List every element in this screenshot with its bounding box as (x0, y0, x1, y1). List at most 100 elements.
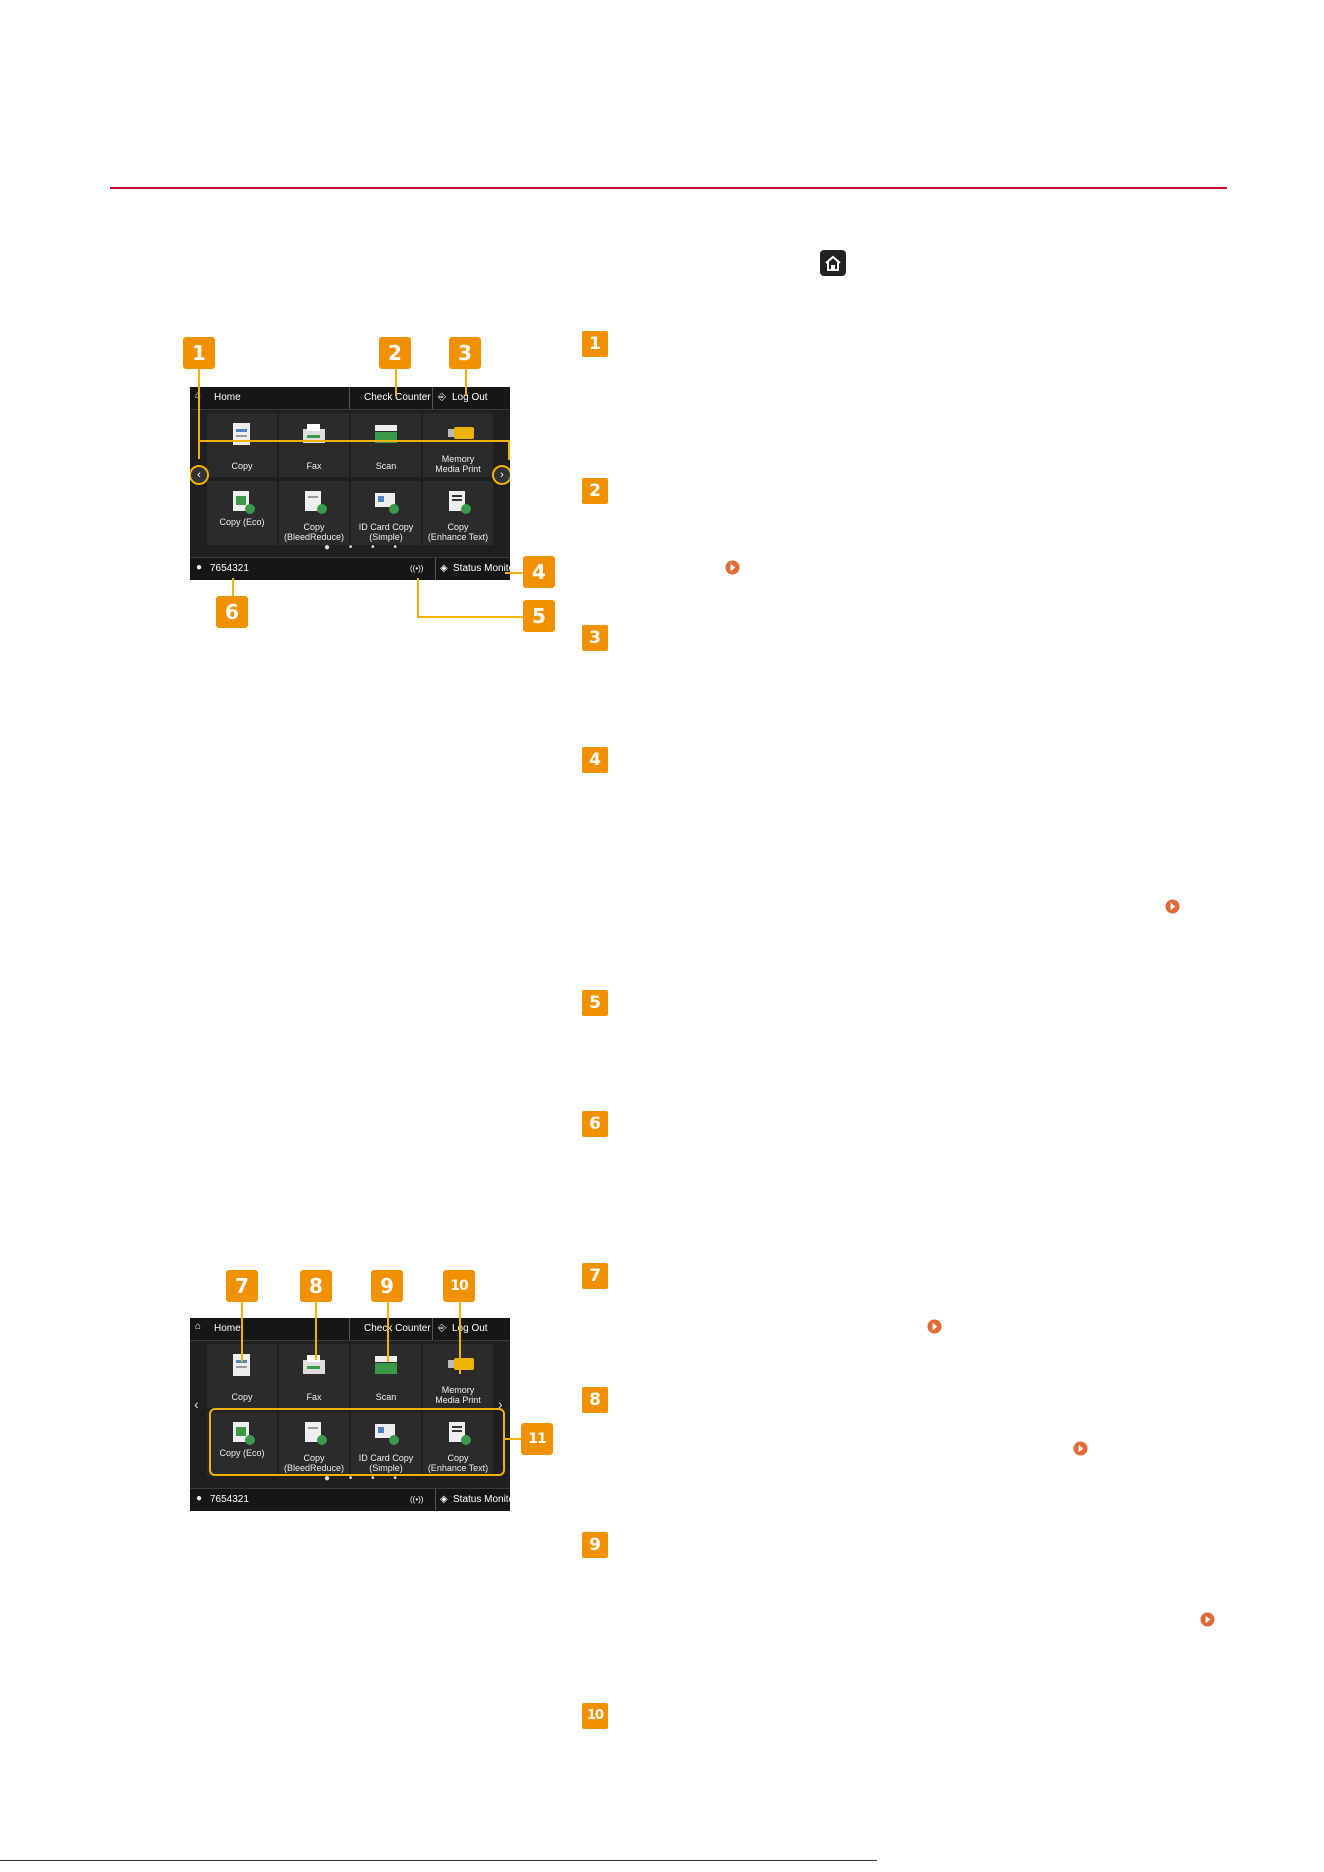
copy-enhance-text-icon (449, 491, 471, 514)
tile-label: Copy (Eco) (219, 517, 265, 527)
home-screen-panel-1: ⌂ Home Check Counter ⎆ Log Out Copy Fax … (190, 387, 510, 580)
shortcut-buttons-highlight (209, 1408, 505, 1476)
logout-icon: ⎆ (438, 1323, 446, 1334)
copy-bleedreduce-tile[interactable]: Copy (BleedReduce) (279, 481, 349, 545)
status-monitor-icon: ◈ (440, 1494, 448, 1505)
scan-icon (375, 1356, 397, 1374)
status-monitor-button[interactable]: Status Monitor (453, 563, 510, 574)
user-icon: ● (196, 1493, 203, 1504)
panel-footer: ● 7654321 ((•)) ◈ Status Monitor (190, 1488, 510, 1511)
panel-header: ⌂ Home Check Counter ⎆ Log Out (190, 387, 510, 410)
tile-label: Memory Media Print (435, 1385, 481, 1405)
usb-memory-icon (448, 1358, 474, 1370)
panel-title: Home (214, 1323, 241, 1334)
marker-9: 9 (582, 1532, 608, 1558)
scan-tile[interactable]: Scan (351, 413, 421, 477)
marker-1: 1 (582, 331, 608, 357)
page-indicator: ● • • • (324, 542, 405, 553)
next-page-button[interactable]: › (498, 1396, 503, 1412)
tile-label: Scan (375, 461, 397, 471)
callout-4: 4 (523, 556, 555, 588)
marker-4: 4 (582, 747, 608, 773)
tile-label: Copy (231, 461, 253, 471)
panel-header: ⌂ Home Check Counter ⎆ Log Out (190, 1318, 510, 1341)
user-id: 7654321 (210, 1494, 249, 1505)
marker-6: 6 (582, 1111, 608, 1137)
callout-10: 10 (443, 1270, 475, 1302)
callout-11: 11 (521, 1423, 553, 1455)
id-card-icon (375, 1424, 399, 1445)
prev-page-button[interactable]: ‹ (194, 1396, 199, 1412)
next-page-button[interactable]: › (492, 465, 510, 485)
link-arrow-icon (725, 560, 740, 575)
marker-2: 2 (582, 478, 608, 504)
copy-bleedreduce-icon (305, 491, 327, 514)
id-card-copy-tile[interactable]: ID Card Copy (Simple) (351, 481, 421, 545)
wifi-icon: ((•)) (410, 1495, 424, 1504)
logout-button[interactable]: Log Out (452, 392, 488, 403)
callout-6: 6 (216, 596, 248, 628)
scan-icon (375, 425, 397, 443)
marker-8: 8 (582, 1387, 608, 1413)
copy-eco-tile[interactable]: Copy (Eco) (207, 1412, 277, 1476)
tile-label: ID Card Copy (Simple) (358, 1453, 414, 1473)
tile-label: ID Card Copy (Simple) (358, 522, 414, 542)
fax-tile[interactable]: Fax (279, 413, 349, 477)
tile-label: Copy (231, 1392, 253, 1402)
copy-eco-icon (233, 1422, 255, 1445)
marker-5: 5 (582, 990, 608, 1016)
callout-8: 8 (300, 1270, 332, 1302)
copy-tile[interactable]: Copy (207, 413, 277, 477)
fax-icon (303, 424, 325, 443)
copy-bleedreduce-icon (305, 1422, 327, 1445)
footer-rule (0, 1860, 877, 1861)
memory-media-print-tile[interactable]: Memory Media Print (423, 413, 493, 477)
tile-label: Scan (375, 1392, 397, 1402)
callout-7: 7 (226, 1270, 258, 1302)
fax-icon (303, 1355, 325, 1374)
copy-eco-icon (233, 491, 255, 514)
user-icon: ● (196, 562, 203, 573)
tile-label: Copy (Enhance Text) (427, 522, 489, 542)
fax-tile[interactable]: Fax (279, 1344, 349, 1408)
status-monitor-button[interactable]: Status Monitor (453, 1494, 510, 1505)
tile-label: Memory Media Print (435, 454, 481, 474)
marker-7: 7 (582, 1263, 608, 1289)
tile-label: Copy (Eco) (219, 1448, 265, 1458)
check-counter-button[interactable]: Check Counter (364, 1323, 431, 1334)
page-indicator: ● • • • (324, 1473, 405, 1484)
home-screen-panel-2: ⌂ Home Check Counter ⎆ Log Out Copy Fax … (190, 1318, 510, 1511)
check-counter-button[interactable]: Check Counter (364, 392, 431, 403)
logout-icon: ⎆ (438, 392, 446, 403)
tile-label: Copy (BleedReduce) (283, 522, 345, 542)
status-monitor-icon: ◈ (440, 563, 448, 574)
id-card-copy-tile[interactable]: ID Card Copy (Simple) (351, 1412, 421, 1476)
copy-enhance-text-tile[interactable]: Copy (Enhance Text) (423, 1412, 493, 1476)
marker-3: 3 (582, 625, 608, 651)
link-arrow-icon (1200, 1612, 1215, 1627)
panel-footer: ● 7654321 ((•)) ◈ Status Monitor (190, 557, 510, 580)
prev-page-button[interactable]: ‹ (190, 465, 209, 485)
user-id: 7654321 (210, 563, 249, 574)
marker-10: 10 (582, 1703, 608, 1729)
copy-eco-tile[interactable]: Copy (Eco) (207, 481, 277, 545)
link-arrow-icon (1165, 899, 1180, 914)
link-arrow-icon (1073, 1441, 1088, 1456)
copy-icon (233, 423, 250, 445)
tile-label: Fax (306, 461, 322, 471)
link-arrow-icon (927, 1319, 942, 1334)
logout-button[interactable]: Log Out (452, 1323, 488, 1334)
tile-label: Fax (306, 1392, 322, 1402)
home-icon (820, 250, 846, 276)
scan-tile[interactable]: Scan (351, 1344, 421, 1408)
home-icon: ⌂ (195, 1321, 202, 1332)
wifi-icon: ((•)) (410, 564, 424, 573)
tile-label: Copy (Enhance Text) (427, 1453, 489, 1473)
copy-enhance-text-tile[interactable]: Copy (Enhance Text) (423, 481, 493, 545)
callout-2: 2 (379, 337, 411, 369)
memory-media-print-tile[interactable]: Memory Media Print (423, 1344, 493, 1408)
panel-title: Home (214, 392, 241, 403)
tile-label: Copy (BleedReduce) (283, 1453, 345, 1473)
usb-memory-icon (448, 427, 474, 439)
copy-bleedreduce-tile[interactable]: Copy (BleedReduce) (279, 1412, 349, 1476)
